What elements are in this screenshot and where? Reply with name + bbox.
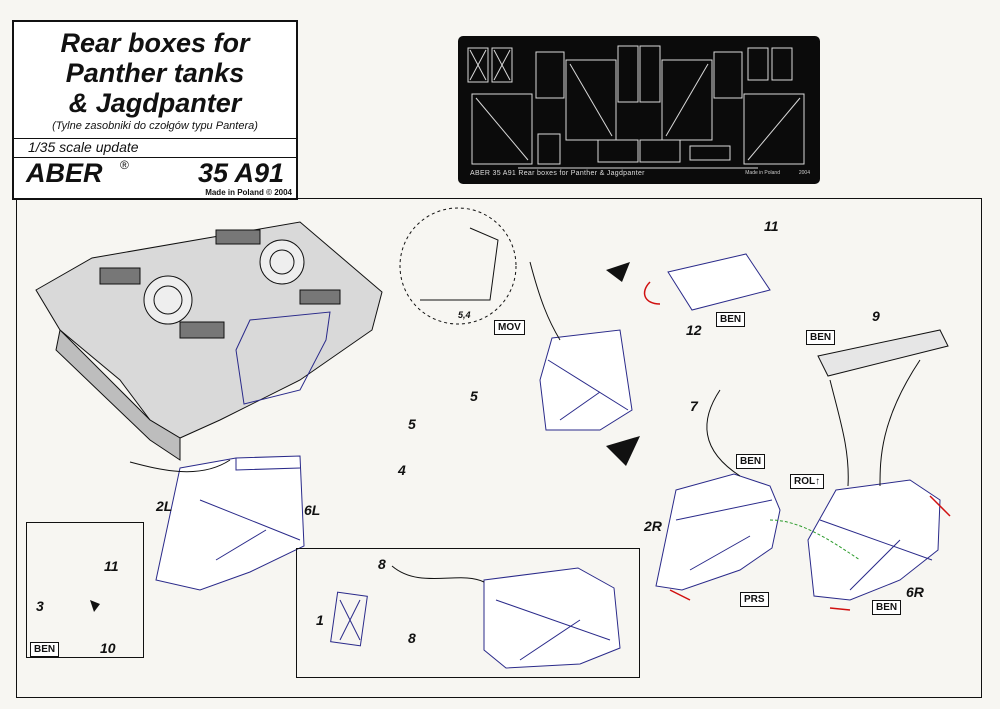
part-number-11: 11 — [764, 218, 779, 234]
brand-name: ABER — [26, 158, 103, 188]
divider — [14, 157, 296, 158]
fret-label: ABER 35 A91 Rear boxes for Panther & Jag… — [470, 170, 645, 177]
part-number-6l: 6L — [304, 502, 321, 518]
registered-mark: ® — [120, 158, 129, 172]
part-number-12: 12 — [686, 322, 702, 338]
tag-ben-inset: BEN — [30, 642, 60, 657]
part-number-1: 1 — [316, 612, 324, 628]
part-number-8: 8 — [378, 556, 386, 572]
instruction-frame — [16, 198, 982, 698]
fret-made-label: Made in Poland — [745, 170, 780, 176]
part-number-11: 11 — [104, 558, 119, 574]
tag-ben-7: BEN — [736, 454, 766, 469]
title-line-2: Panther tanks — [65, 58, 245, 88]
part-number-9: 9 — [872, 308, 880, 324]
title-box: Rear boxes for Panther tanks & Jagdpante… — [12, 20, 298, 200]
scale-label: 1/35 scale update — [28, 139, 139, 155]
part-number-8: 8 — [408, 630, 416, 646]
inset-left — [26, 522, 144, 658]
title-line-1: Rear boxes for — [60, 28, 250, 58]
part-number-7: 7 — [690, 398, 698, 414]
fret-year-label: 2004 — [798, 170, 810, 176]
part-number-3: 3 — [36, 598, 44, 614]
part-number-5: 5 — [408, 416, 416, 432]
part-number-2l: 2L — [156, 498, 173, 514]
part-number-5: 5 — [470, 388, 478, 404]
part-number-6r: 6R — [906, 584, 924, 600]
divider — [14, 138, 296, 139]
tag-ben-9: BEN — [806, 330, 836, 345]
product-code: 35 A91 — [197, 158, 284, 188]
part-number-10: 10 — [100, 640, 116, 656]
photo-etched-fret: ABER 35 A91 Rear boxes for Panther & Jag… — [458, 36, 820, 184]
fret-parts-graphic — [467, 45, 805, 169]
tag-ben-6r: BEN — [872, 600, 902, 615]
inset-bottom — [296, 548, 640, 678]
part-number-2r: 2R — [644, 518, 662, 534]
tag-rol: ROL↑ — [790, 474, 825, 489]
part-number-5-4: 5,4 — [458, 310, 471, 320]
tag-prs: PRS — [740, 592, 769, 607]
tag-ben-12: BEN — [716, 312, 746, 327]
made-in-label: Made in Poland © 2004 — [205, 188, 292, 197]
page-title: Rear boxes for Panther tanks & Jagdpante… — [14, 28, 296, 118]
part-number-4: 4 — [398, 462, 406, 478]
title-line-3: & Jagdpanter — [68, 88, 242, 118]
subtitle: (Tylne zasobniki do czołgów typu Pantera… — [52, 120, 258, 132]
tag-mov: MOV — [494, 320, 525, 335]
